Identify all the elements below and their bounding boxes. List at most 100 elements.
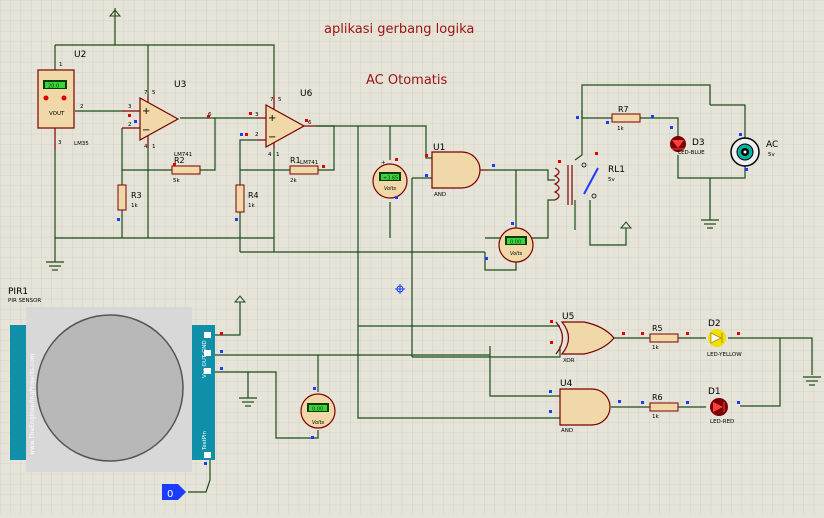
power-terminal-pir	[233, 295, 247, 303]
u6-pin2: 2	[255, 132, 259, 138]
u3-plus: +	[142, 106, 150, 117]
lm35-reading: 20.0	[48, 84, 59, 90]
u6-opamp[interactable]: + − U6 LM741 3 2 6 7 4 1 5	[240, 89, 318, 166]
u6-pin5: 5	[278, 97, 282, 103]
pir-testpin-text: TestPin	[202, 430, 208, 451]
ac-value: 5v	[768, 152, 775, 158]
u6-pin4: 4	[268, 152, 272, 158]
voltmeter-1[interactable]: +3.65 Volts +	[372, 158, 408, 199]
led-d3-blue[interactable]: D3 LED-BLUE	[670, 126, 705, 156]
u3-pin4: 4	[144, 144, 148, 150]
u1-part: AND	[434, 192, 446, 198]
u6-pin6: 6	[308, 120, 312, 126]
resistor-r2[interactable]: R2 5k	[171, 156, 201, 184]
u3-minus: −	[142, 125, 150, 136]
u6-minus: −	[268, 132, 276, 143]
r2-ref: R2	[174, 156, 185, 165]
d1-ref: D1	[708, 387, 721, 397]
pir-side-text: www.TheEngineeringProjects.com	[29, 353, 36, 455]
r6-ref: R6	[652, 393, 663, 402]
d3-part: LED-BLUE	[678, 150, 705, 156]
r3-ref: R3	[131, 191, 142, 200]
u3-pin3: 3	[128, 104, 132, 110]
u5-ref: U5	[562, 312, 574, 322]
r5-ref: R5	[652, 324, 663, 333]
u3-pin7: 7	[144, 90, 148, 96]
d3-ref: D3	[692, 138, 705, 148]
d1-part: LED-RED	[710, 419, 734, 425]
resistor-r6[interactable]: R6 1k	[641, 393, 689, 420]
logic-state-probe[interactable]: 0	[162, 484, 186, 500]
title-text: aplikasi gerbang logika	[324, 22, 474, 37]
u3-part: LM741	[174, 152, 192, 158]
rl1-value: 5v	[608, 177, 615, 183]
u6-plus: +	[268, 113, 276, 124]
r7-value: 1k	[617, 126, 624, 132]
u3-opamp[interactable]: + − U3 LM741 3 2 6 7 4 1 5	[122, 80, 212, 158]
relay-rl1[interactable]: RL1 5v	[553, 116, 625, 205]
voltmeter-3[interactable]: 0.00 Volts	[300, 387, 336, 439]
vm3-reading: 0.00	[312, 407, 323, 413]
voltmeter-2[interactable]: 0.00 Volts	[485, 222, 534, 263]
r4-ref: R4	[248, 191, 259, 200]
u2-ref: U2	[74, 50, 86, 60]
resistor-r1[interactable]: R1 2k	[289, 156, 325, 184]
r2-value: 5k	[173, 178, 180, 184]
pir-part: PIR SENSOR	[8, 298, 41, 304]
led-d1-red[interactable]: D1 LED-RED	[708, 387, 740, 425]
power-terminal-top	[108, 8, 122, 22]
vm1-plus-sign: +	[381, 160, 386, 166]
gate-u1-and[interactable]: U1 AND	[425, 143, 495, 198]
r5-value: 1k	[652, 345, 659, 351]
u3-pin5: 5	[152, 90, 156, 96]
u6-ref: U6	[300, 89, 313, 99]
ac-motor[interactable]: AC 5v	[730, 133, 778, 171]
pir-pins-text: Vcc OUT GND	[202, 340, 208, 378]
u3-ref: U3	[174, 80, 186, 90]
power-terminal-relay	[619, 221, 633, 229]
rl1-ref: RL1	[608, 165, 625, 175]
vm2-unit: Volts	[510, 251, 523, 257]
r4-value: 1k	[248, 203, 255, 209]
vm1-reading: +3.65	[383, 176, 398, 182]
vm3-unit: Volts	[312, 420, 325, 426]
u6-pin7: 7	[270, 97, 274, 103]
vm2-reading: 0.00	[510, 240, 521, 246]
resistor-r4[interactable]: R4 1k	[235, 184, 259, 221]
gate-u5-xor[interactable]: U5 XOR	[550, 312, 625, 364]
r1-ref: R1	[290, 156, 301, 165]
r3-value: 1k	[131, 203, 138, 209]
r6-value: 1k	[652, 414, 659, 420]
u2-pin1: 1	[59, 62, 63, 68]
u4-ref: U4	[560, 379, 573, 389]
u6-pin1: 1	[276, 152, 280, 158]
u4-part: AND	[561, 428, 573, 434]
led-d2-yellow[interactable]: D2 LED-YELLOW	[707, 319, 742, 358]
resistor-r7[interactable]: R7 1k	[606, 105, 654, 132]
resistor-r5[interactable]: R5 1k	[641, 324, 689, 351]
d2-part: LED-YELLOW	[707, 352, 742, 358]
pir-ref: PIR1	[8, 287, 28, 297]
lm35-vout-label: VOUT	[49, 111, 65, 117]
r7-ref: R7	[618, 105, 629, 114]
u2-pin2: 2	[80, 104, 84, 110]
gate-u4-and[interactable]: U4 AND	[549, 379, 621, 434]
u2-pin3: 3	[58, 140, 62, 146]
d2-ref: D2	[708, 319, 721, 329]
pir-sensor[interactable]: PIR1 PIR SENSOR www.TheEngineeringProjec…	[8, 287, 223, 472]
u3-pin1: 1	[152, 144, 156, 150]
u6-pin3: 3	[255, 112, 259, 118]
subtitle-text: AC Otomatis	[366, 73, 447, 88]
logic-value: 0	[167, 489, 173, 500]
crosshair-marker	[395, 284, 405, 294]
resistor-r3[interactable]: R3 1k	[117, 184, 142, 221]
r1-value: 2k	[290, 178, 297, 184]
u3-pin2: 2	[128, 122, 132, 128]
u2-part: LM35	[74, 141, 89, 147]
u6-part: LM741	[300, 160, 318, 166]
vm1-unit: Volts	[384, 186, 397, 192]
u1-ref: U1	[433, 143, 445, 153]
u2-lm35-sensor[interactable]: 20.0 VOUT U2 LM35 1 2 3	[37, 50, 89, 150]
